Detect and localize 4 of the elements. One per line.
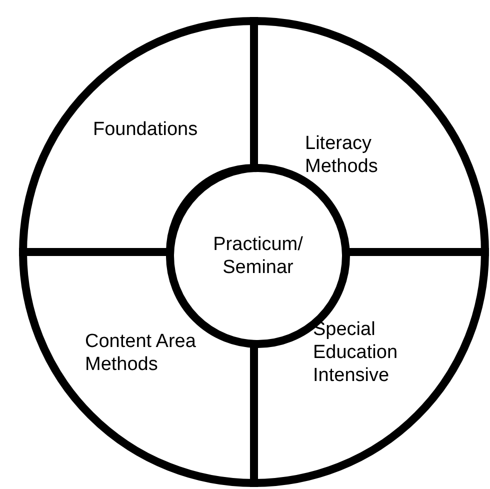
segment-label: Foundations (93, 118, 199, 141)
segment-label: Literacy Methods (305, 132, 379, 178)
center-label: Practicum/ Seminar (212, 233, 304, 279)
segment-label: Content Area Methods (85, 330, 197, 376)
